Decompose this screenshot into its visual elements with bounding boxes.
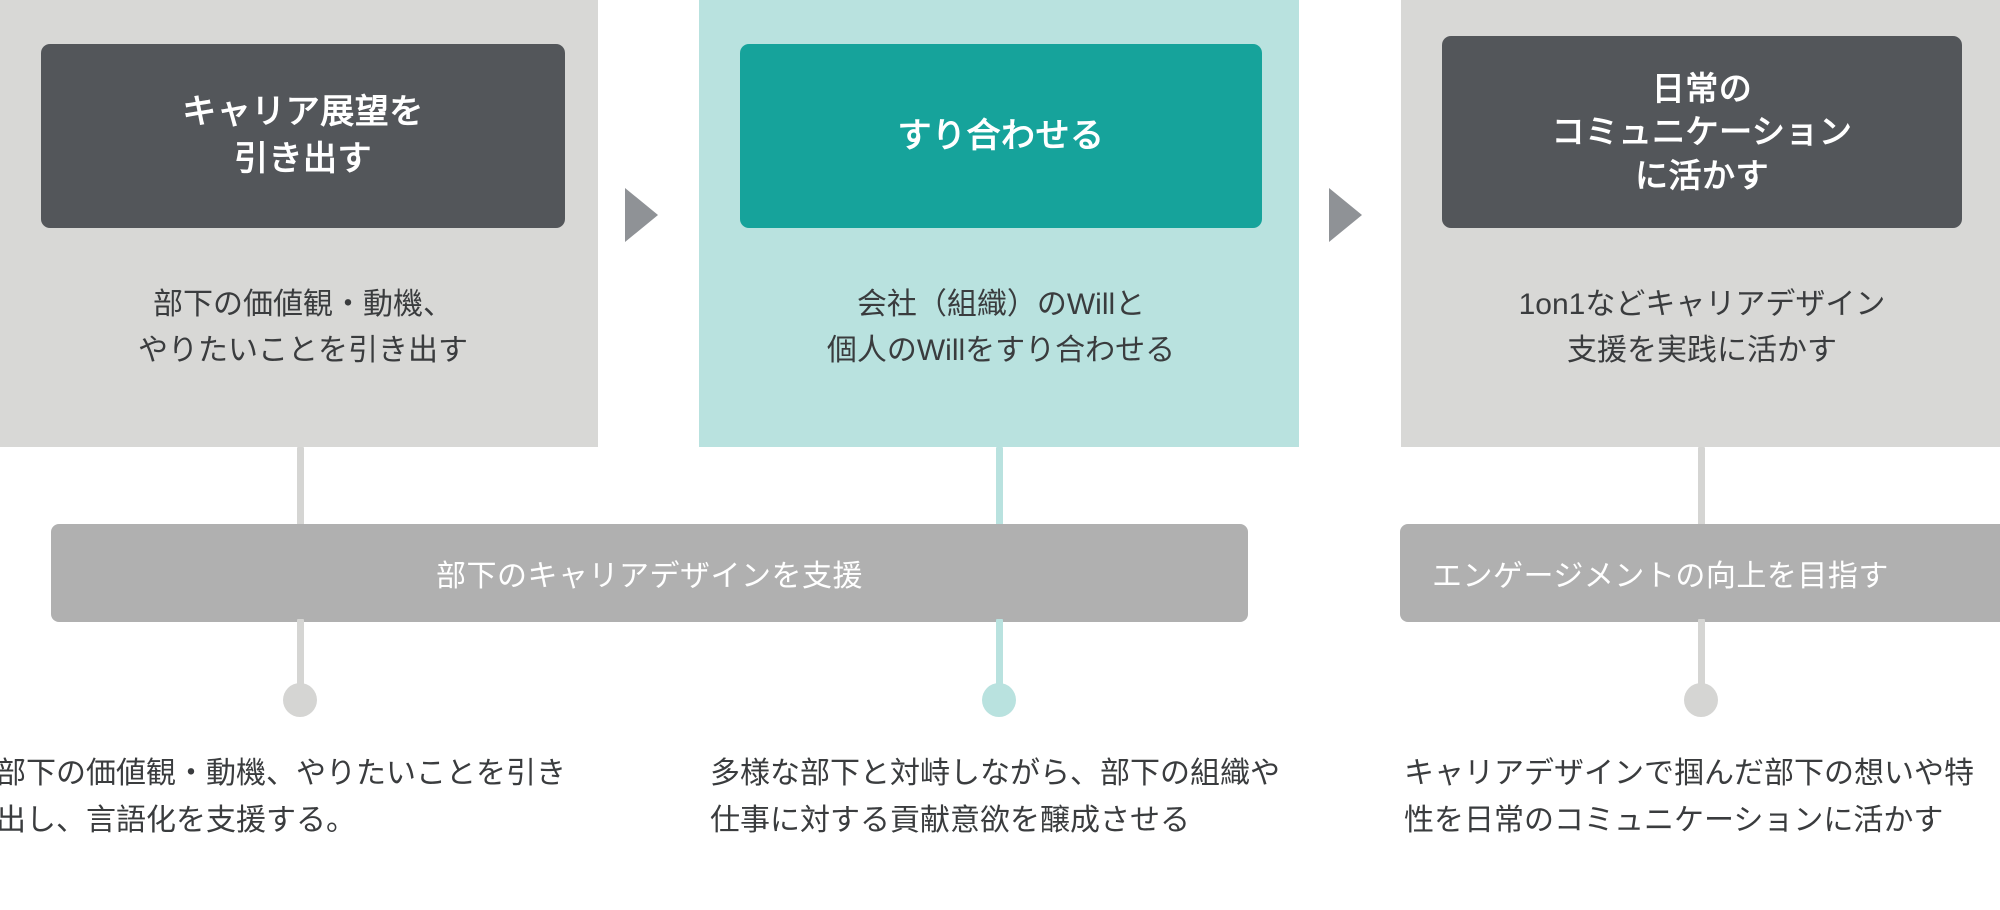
step-button-3-line-2: コミュニケーション [1551, 113, 1853, 151]
connector-dot-3 [1684, 683, 1718, 717]
step-caption-2: 会社（組織）のWillと 個人のWillをすり合わせる [740, 282, 1262, 373]
connector-line-3-upper [1698, 447, 1705, 527]
description-1: 部下の価値観・動機、やりたいことを引き出し、言語化を支援する。 [0, 757, 566, 838]
step-button-1[interactable]: キャリア展望を 引き出す [41, 44, 565, 228]
arrow-right-icon-1 [625, 188, 658, 242]
outcome-bar-2: エンゲージメントの向上を目指す [1400, 524, 2000, 622]
description-2: 多様な部下と対峙しながら、部下の組織や仕事に対する貢献意欲を醸成させる [710, 757, 1280, 838]
step-button-2[interactable]: すり合わせる [740, 44, 1262, 228]
step-button-1-line-2: 引き出す [234, 140, 372, 178]
connector-dot-2 [982, 683, 1016, 717]
step-caption-2-line-1: 会社（組織）のWillと [856, 288, 1146, 321]
step-button-3-line-1: 日常の [1651, 69, 1753, 107]
outcome-bar-1: 部下のキャリアデザインを支援 [51, 524, 1248, 622]
connector-line-1-lower [297, 619, 304, 691]
connector-dot-1 [283, 683, 317, 717]
description-3: キャリアデザインで掴んだ部下の想いや特性を日常のコミュニケーションに活かす [1404, 757, 1974, 838]
connector-line-3-lower [1698, 619, 1705, 691]
connector-line-2-lower [996, 619, 1003, 691]
step-caption-3-line-1: 1on1などキャリアデザイン [1518, 288, 1886, 321]
step-button-3-line-3: に活かす [1635, 156, 1769, 194]
outcome-bar-1-label: 部下のキャリアデザインを支援 [436, 560, 863, 593]
step-button-3[interactable]: 日常の コミュニケーション に活かす [1442, 36, 1962, 228]
arrow-right-icon-2 [1329, 188, 1362, 242]
connector-line-2-upper [996, 447, 1003, 527]
step-caption-2-line-2: 個人のWillをすり合わせる [826, 333, 1176, 367]
step-caption-1-line-2: やりたいことを引き出す [138, 333, 468, 367]
outcome-bar-2-label: エンゲージメントの向上を目指す [1432, 560, 1889, 593]
step-caption-3: 1on1などキャリアデザイン 支援を実践に活かす [1442, 282, 1962, 373]
connector-line-1-upper [297, 447, 304, 527]
step-button-1-line-1: キャリア展望を [182, 93, 424, 132]
step-caption-1: 部下の価値観・動機、 やりたいことを引き出す [41, 282, 565, 373]
step-button-2-line-1: すり合わせる [897, 116, 1105, 155]
step-caption-1-line-1: 部下の価値観・動機、 [153, 288, 453, 321]
step-caption-3-line-2: 支援を実践に活かす [1567, 333, 1837, 367]
